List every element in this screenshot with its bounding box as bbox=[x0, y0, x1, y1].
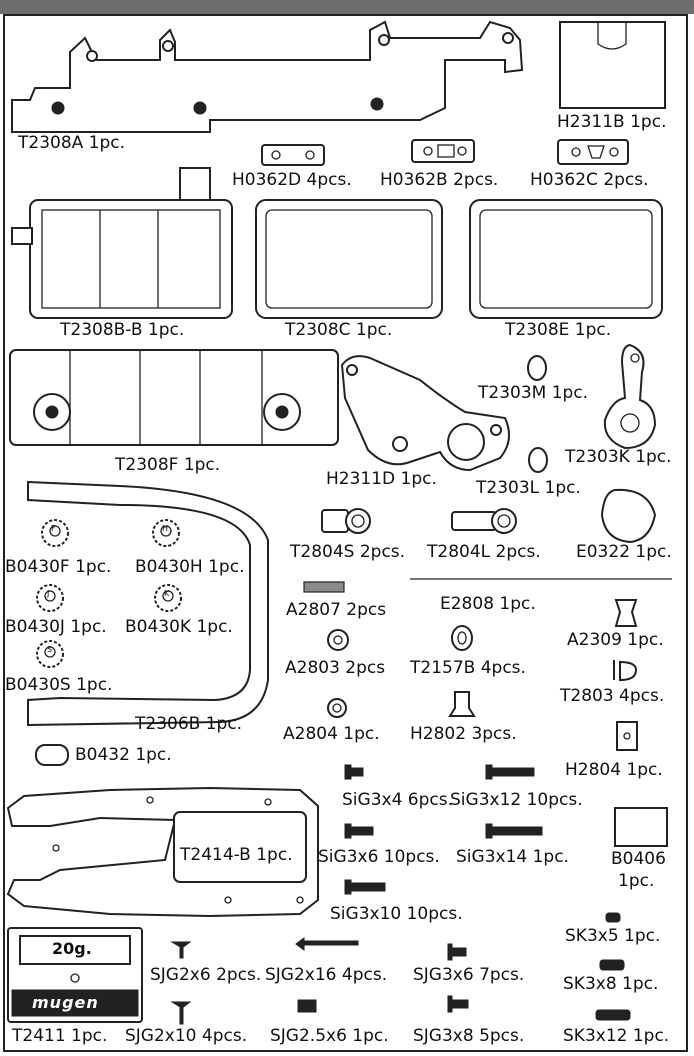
part-A2309-drawing bbox=[614, 599, 638, 627]
part-T2308A-drawing bbox=[11, 20, 524, 133]
label-T2308C: T2308C 1pc. bbox=[285, 320, 393, 340]
part-H2804-drawing bbox=[616, 721, 638, 751]
b0430-pulleys bbox=[36, 519, 182, 668]
pulley-mark-S: S bbox=[47, 645, 53, 654]
label-A2804: A2804 1pc. bbox=[283, 724, 380, 744]
label-SK3x12: SK3x12 1pc. bbox=[563, 1026, 670, 1046]
pulley-mark-H: H bbox=[162, 524, 169, 533]
label-SJG2x6: SJG2x6 2pcs. bbox=[150, 965, 262, 985]
label-T2308F: T2308F 1pc. bbox=[115, 455, 221, 475]
label-B0430J: B0430J 1pc. bbox=[5, 617, 107, 637]
label-SJG2x10: SJG2x10 4pcs. bbox=[125, 1026, 248, 1046]
label-SiG3x6: SiG3x6 10pcs. bbox=[318, 847, 440, 867]
pulley-mark-K: K bbox=[164, 589, 170, 598]
part-H2311D-drawing bbox=[340, 355, 510, 472]
brand-logo: mugen bbox=[32, 993, 99, 1012]
label-B0430S: B0430S 1pc. bbox=[5, 675, 113, 695]
part-T2308E-drawing bbox=[469, 199, 663, 319]
label-T2157B: T2157B 4pcs. bbox=[410, 658, 526, 678]
label-SiG3x12: SiG3x12 10pcs. bbox=[450, 790, 583, 810]
part-T2803-drawing bbox=[613, 660, 638, 682]
sk3x12-screw bbox=[595, 1009, 631, 1021]
label-H2804: H2804 1pc. bbox=[565, 760, 663, 780]
part-T2308B-B-drawing bbox=[11, 167, 233, 319]
sjg-screws bbox=[170, 937, 469, 1025]
part-B0432-drawing bbox=[35, 744, 69, 766]
label-T2308E: T2308E 1pc. bbox=[505, 320, 612, 340]
label-SJG2x16: SJG2x16 4pcs. bbox=[265, 965, 388, 985]
label-T2303M: T2303M 1pc. bbox=[478, 383, 589, 403]
part-T2414-B-drawing bbox=[6, 786, 319, 918]
label-A2807: A2807 2pcs bbox=[286, 600, 387, 620]
part-A2803-drawing bbox=[327, 629, 349, 651]
part-A2807-drawing bbox=[303, 581, 345, 593]
label-SK3x8: SK3x8 1pc. bbox=[563, 974, 659, 994]
part-T2303L-drawing bbox=[528, 447, 548, 473]
label-B0430K: B0430K 1pc. bbox=[125, 617, 233, 637]
part-A2804-drawing bbox=[327, 698, 347, 718]
label-T2308B-B: T2308B-B 1pc. bbox=[60, 320, 185, 340]
label-H0362B: H0362B 2pcs. bbox=[380, 170, 499, 190]
label-H0362C: H0362C 2pcs. bbox=[530, 170, 649, 190]
label-H2311B: H2311B 1pc. bbox=[557, 112, 667, 132]
label-SK3x5: SK3x5 1pc. bbox=[565, 926, 661, 946]
weight-label: 20g. bbox=[52, 939, 92, 958]
label-B0430F: B0430F 1pc. bbox=[5, 557, 112, 577]
label-E0322: E0322 1pc. bbox=[576, 542, 672, 562]
label-T2306B: T2306B 1pc. bbox=[135, 714, 243, 734]
label-SiG3x14: SiG3x14 1pc. bbox=[456, 847, 569, 867]
label-SiG3x4: SiG3x4 6pcs. bbox=[342, 790, 453, 810]
part-T2804S-drawing bbox=[321, 509, 349, 533]
part-T2303M-drawing bbox=[527, 355, 547, 381]
part-H0362B-drawing bbox=[411, 139, 475, 163]
pulley-mark-J: J bbox=[47, 589, 50, 598]
part-T2303K-drawing bbox=[603, 343, 657, 450]
label-H2311D: H2311D 1pc. bbox=[326, 469, 437, 489]
label-B0430H: B0430H 1pc. bbox=[135, 557, 245, 577]
label-T2804S: T2804S 2pcs. bbox=[290, 542, 406, 562]
part-E0322-drawing bbox=[600, 488, 657, 544]
label-SJG3x8: SJG3x8 5pcs. bbox=[413, 1026, 525, 1046]
label-B0406: B0406 bbox=[611, 849, 666, 869]
label-T2303K: T2303K 1pc. bbox=[565, 447, 672, 467]
label-T2308A: T2308A 1pc. bbox=[18, 133, 126, 153]
part-T2804L-drawing bbox=[451, 511, 497, 531]
parts-sheet-frame bbox=[3, 14, 688, 1052]
part-T2306B-drawing bbox=[27, 480, 269, 727]
part-T2308F-drawing bbox=[9, 349, 339, 446]
label-T2414-B: T2414-B 1pc. bbox=[180, 845, 293, 865]
label-H0362D: H0362D 4pcs. bbox=[232, 170, 352, 190]
part-H0362D-drawing bbox=[261, 144, 325, 166]
part-H0362C-drawing bbox=[557, 139, 629, 165]
sig-screws bbox=[344, 764, 543, 895]
label-H2802: H2802 3pcs. bbox=[410, 724, 517, 744]
label-SJG3x6: SJG3x6 7pcs. bbox=[413, 965, 525, 985]
label-T2303L: T2303L 1pc. bbox=[476, 478, 581, 498]
label-SJG2.5x6: SJG2.5x6 1pc. bbox=[270, 1026, 389, 1046]
part-H2802-drawing bbox=[448, 691, 476, 717]
part-T2157B-drawing bbox=[451, 625, 473, 651]
part-T2411-drawing bbox=[7, 927, 143, 1023]
label-B0406-qty: 1pc. bbox=[618, 871, 655, 891]
label-A2803: A2803 2pcs bbox=[285, 658, 386, 678]
sk3x8-screw bbox=[599, 959, 625, 971]
header-bar bbox=[0, 0, 694, 14]
part-H2311B-drawing bbox=[559, 21, 666, 109]
label-T2411: T2411 1pc. bbox=[12, 1026, 108, 1046]
label-A2309: A2309 1pc. bbox=[567, 630, 664, 650]
label-SiG3x10: SiG3x10 10pcs. bbox=[330, 904, 463, 924]
sk3x5-screw bbox=[605, 912, 621, 923]
label-B0432: B0432 1pc. bbox=[75, 745, 172, 765]
label-T2804L: T2804L 2pcs. bbox=[427, 542, 541, 562]
label-E2808: E2808 1pc. bbox=[440, 594, 536, 614]
part-T2308C-drawing bbox=[255, 199, 443, 319]
part-B0406-drawing bbox=[614, 807, 668, 847]
label-T2803: T2803 4pcs. bbox=[560, 686, 665, 706]
pulley-mark-F: F bbox=[51, 524, 56, 533]
